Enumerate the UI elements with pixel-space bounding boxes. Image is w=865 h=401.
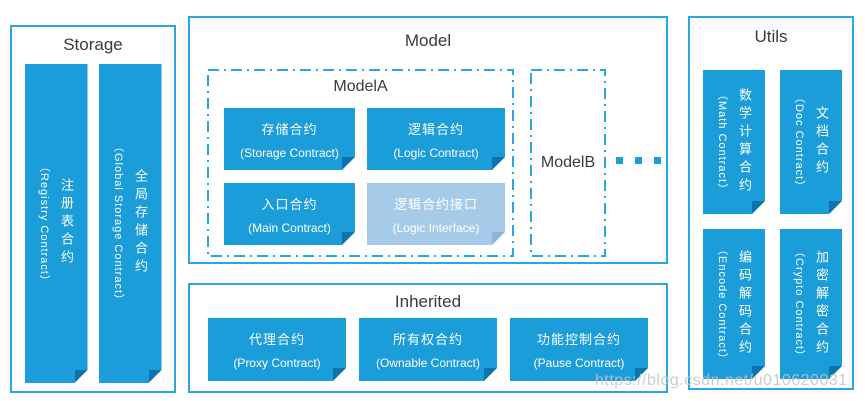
model-b-group: ModelB bbox=[530, 69, 606, 257]
ellipsis-dot bbox=[635, 157, 642, 164]
model-b-title: ModelB bbox=[540, 154, 596, 171]
logic-interface-box: 逻辑合约接口 (Logic Interface) bbox=[367, 183, 505, 245]
model-a-group: ModelA 存储合约 (Storage Contract) 逻辑合约 (Log… bbox=[207, 69, 514, 257]
crypto-contract-label: 加密解密合约 （Crypto Contract） bbox=[788, 246, 834, 362]
doc-contract-box: 文档合约 （Doc Contract） bbox=[780, 70, 842, 214]
inherited-panel-title: Inherited bbox=[394, 292, 462, 311]
registry-contract-zh: 注册表合约 bbox=[59, 178, 74, 269]
storage-contract-en: (Storage Contract) bbox=[240, 145, 339, 160]
model-a-title: ModelA bbox=[333, 78, 388, 95]
ellipsis-dot bbox=[616, 157, 623, 164]
inherited-boxes-row: 代理合约 (Proxy Contract) 所有权合约 (Ownable Con… bbox=[190, 318, 666, 381]
math-contract-zh: 数学计算合约 bbox=[737, 88, 752, 196]
registry-contract-box: 注册表合约 （Registry Contract） bbox=[25, 64, 88, 383]
storage-panel: Storage 注册表合约 （Registry Contract） 全局存储合约… bbox=[10, 25, 176, 393]
math-contract-label: 数学计算合约 （Math Contract） bbox=[711, 88, 757, 196]
encode-contract-box: 编码解码合约 （Encode Contract） bbox=[703, 229, 765, 379]
global-storage-contract-box: 全局存储合约 （Global Storage Contract） bbox=[99, 64, 162, 383]
main-contract-en: (Main Contract) bbox=[248, 220, 331, 235]
encode-contract-label: 编码解码合约 （Encode Contract） bbox=[711, 244, 757, 365]
encode-contract-en: （Encode Contract） bbox=[716, 243, 728, 365]
math-contract-box: 数学计算合约 （Math Contract） bbox=[703, 70, 765, 214]
more-models-ellipsis-icon bbox=[616, 157, 661, 164]
storage-contract-zh: 存储合约 bbox=[261, 121, 318, 137]
model-panel-title: Model bbox=[404, 31, 452, 50]
doc-contract-label: 文档合约 （Doc Contract） bbox=[788, 92, 834, 192]
global-storage-contract-zh: 全局存储合约 bbox=[133, 169, 148, 278]
registry-contract-label: 注册表合约 （Registry Contract） bbox=[33, 161, 79, 287]
utils-panel: Utils 数学计算合约 （Math Contract） 文档合约 （Doc C… bbox=[688, 16, 854, 390]
csdn-watermark: https://blog.csdn.net/u010620031 bbox=[595, 372, 848, 389]
logic-interface-zh: 逻辑合约接口 bbox=[393, 196, 478, 212]
storage-bars: 注册表合约 （Registry Contract） 全局存储合约 （Global… bbox=[12, 64, 174, 383]
model-panel: Model ModelA 存储合约 (Storage Contract) 逻辑合… bbox=[188, 16, 668, 264]
encode-contract-zh: 编码解码合约 bbox=[737, 250, 752, 358]
crypto-contract-box: 加密解密合约 （Crypto Contract） bbox=[780, 229, 842, 379]
doc-contract-zh: 文档合约 bbox=[814, 105, 829, 178]
logic-contract-en: (Logic Contract) bbox=[393, 145, 479, 160]
ownable-contract-zh: 所有权合约 bbox=[392, 332, 463, 347]
logic-contract-box: 逻辑合约 (Logic Contract) bbox=[367, 108, 505, 170]
logic-contract-zh: 逻辑合约 bbox=[407, 121, 464, 137]
global-storage-contract-en: （Global Storage Contract） bbox=[112, 140, 124, 306]
model-a-dash-border bbox=[207, 69, 514, 257]
ellipsis-dot bbox=[654, 157, 661, 164]
crypto-contract-en: （Crypto Contract） bbox=[793, 245, 805, 363]
utils-boxes-grid: 数学计算合约 （Math Contract） 文档合约 （Doc Contrac… bbox=[703, 70, 842, 379]
ownable-contract-en: (Ownable Contract) bbox=[375, 356, 481, 370]
proxy-contract-box: 代理合约 (Proxy Contract) bbox=[208, 318, 346, 381]
storage-panel-title: Storage bbox=[63, 35, 123, 54]
logic-interface-en: (Logic Interface) bbox=[392, 220, 480, 235]
global-storage-contract-label: 全局存储合约 （Global Storage Contract） bbox=[107, 141, 153, 306]
doc-contract-en: （Doc Contract） bbox=[793, 91, 805, 193]
proxy-contract-zh: 代理合约 bbox=[248, 332, 305, 347]
pause-contract-zh: 功能控制合约 bbox=[536, 332, 621, 347]
ownable-contract-box: 所有权合约 (Ownable Contract) bbox=[359, 318, 497, 381]
crypto-contract-zh: 加密解密合约 bbox=[814, 250, 829, 358]
model-b-dash-border bbox=[530, 69, 606, 257]
pause-contract-box: 功能控制合约 (Pause Contract) bbox=[510, 318, 648, 381]
storage-contract-box: 存储合约 (Storage Contract) bbox=[224, 108, 355, 170]
registry-contract-en: （Registry Contract） bbox=[38, 160, 50, 287]
math-contract-en: （Math Contract） bbox=[716, 88, 728, 196]
inherited-panel: Inherited 代理合约 (Proxy Contract) 所有权合约 (O… bbox=[188, 283, 668, 393]
main-contract-box: 入口合约 (Main Contract) bbox=[224, 183, 355, 245]
pause-contract-en: (Pause Contract) bbox=[533, 356, 625, 370]
utils-panel-title: Utils bbox=[754, 27, 788, 46]
proxy-contract-en: (Proxy Contract) bbox=[233, 356, 321, 370]
main-contract-zh: 入口合约 bbox=[261, 196, 318, 212]
